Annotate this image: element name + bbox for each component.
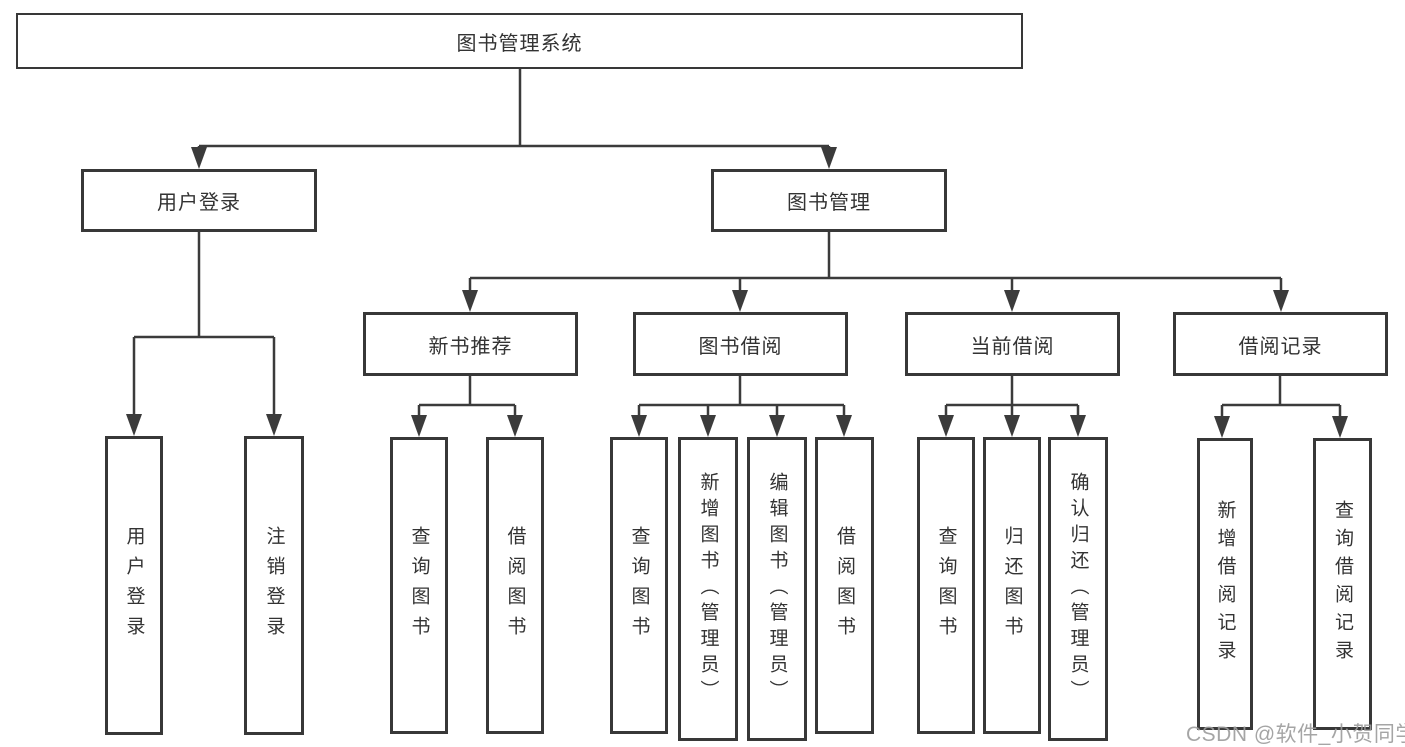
leaf-confirm-return-admin: 确认归还（管理员） — [1048, 437, 1108, 741]
leaf-query-borrow-record: 查询借阅记录 — [1313, 438, 1372, 730]
leaf-query-books-current: 查询图书 — [917, 437, 975, 734]
node-library-system: 图书管理系统 — [16, 13, 1023, 69]
connector-userlogin-to-leaves — [132, 232, 276, 417]
leaf-query-books-borrow: 查询图书 — [610, 437, 668, 734]
csdn-watermark: CSDN @软件_小贺同学 — [1186, 723, 1405, 746]
connector-currentborrow-to-leaves — [944, 376, 1080, 418]
connector-newbooks-to-leaves — [417, 376, 517, 418]
connector-root-to-level2 — [197, 69, 831, 150]
leaf-query-books-recommend: 查询图书 — [390, 437, 448, 734]
node-user-login: 用户登录 — [81, 169, 317, 232]
connector-bookborrow-to-leaves — [637, 376, 846, 418]
node-book-management: 图书管理 — [711, 169, 947, 232]
leaf-user-login: 用户登录 — [105, 436, 163, 735]
node-borrow-records: 借阅记录 — [1173, 312, 1388, 376]
leaf-add-borrow-record: 新增借阅记录 — [1197, 438, 1253, 730]
node-new-book-recommend: 新书推荐 — [363, 312, 578, 376]
connector-bookmgmt-to-level3 — [468, 232, 1283, 293]
leaf-return-books: 归还图书 — [983, 437, 1041, 734]
leaf-edit-books-admin: 编辑图书（管理员） — [747, 437, 807, 741]
leaf-borrow-books-recommend: 借阅图书 — [486, 437, 544, 734]
leaf-logout: 注销登录 — [244, 436, 304, 735]
leaf-add-books-admin: 新增图书（管理员） — [678, 437, 738, 741]
connector-records-to-leaves — [1220, 376, 1342, 419]
leaf-borrow-books: 借阅图书 — [815, 437, 874, 734]
node-book-borrow: 图书借阅 — [633, 312, 848, 376]
node-current-borrow: 当前借阅 — [905, 312, 1120, 376]
